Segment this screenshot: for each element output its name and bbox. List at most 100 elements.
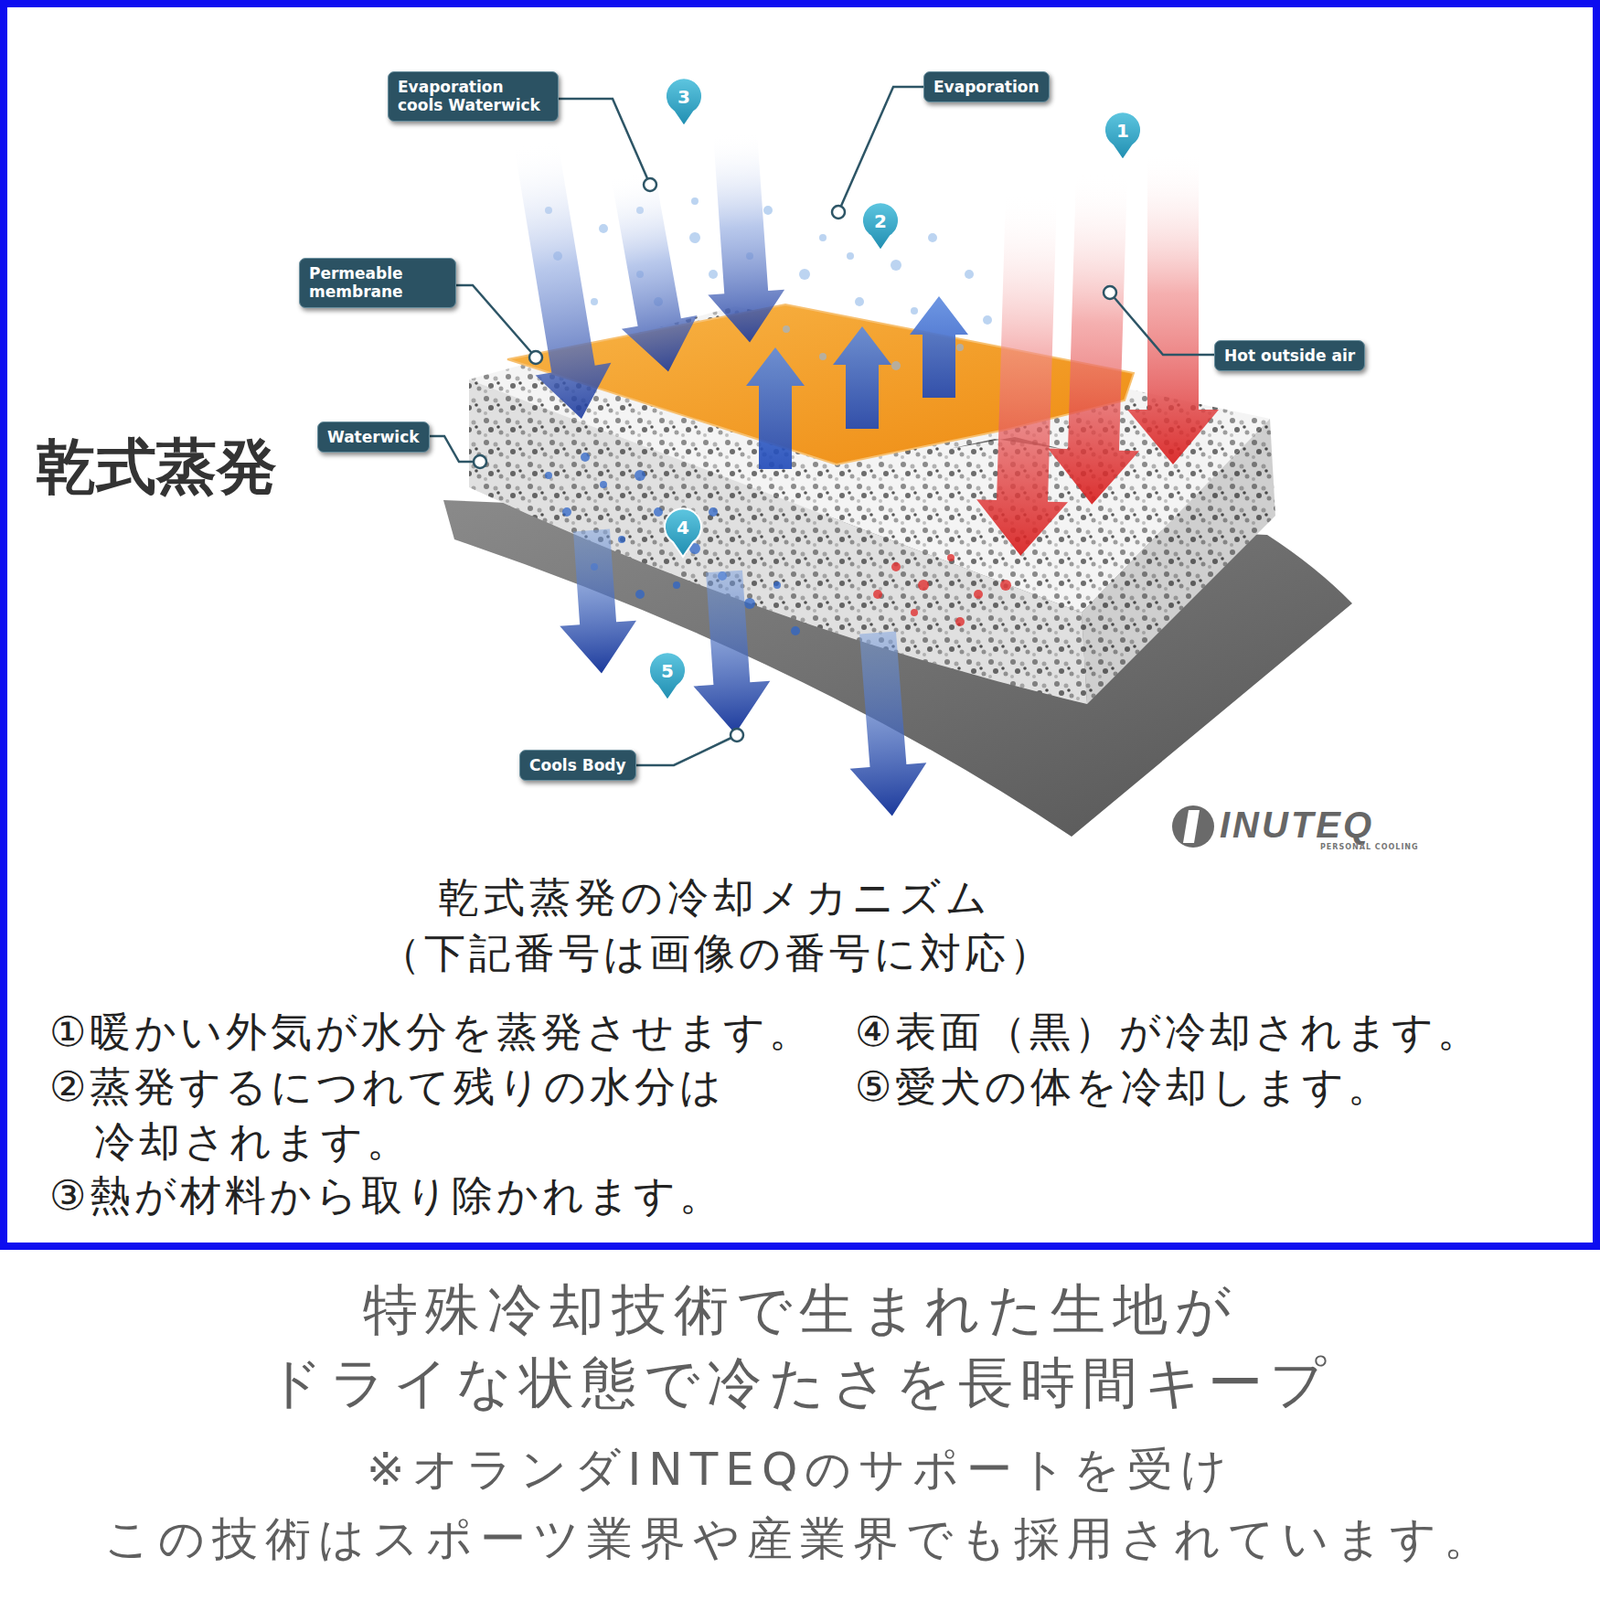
cooling-arrows-part — [746, 347, 805, 470]
heat-arrows-part — [1045, 172, 1148, 507]
water-speckles-part — [635, 589, 645, 599]
body-cooling-arrows-part — [839, 629, 931, 820]
mechanism-note: （下記番号は画像の番号に対応） — [379, 931, 1055, 976]
callout-number-text: 2 — [860, 201, 901, 242]
logo-text: INUTEQ — [1219, 802, 1375, 847]
frame-border — [3, 3, 1597, 1247]
leader-dots-part — [832, 205, 845, 219]
heat-speckles-part — [973, 589, 983, 599]
callout-number-text: 1 — [1102, 110, 1143, 151]
vapour-bubbles-part — [891, 361, 901, 371]
water-speckles-part — [562, 507, 572, 517]
heat-speckles-part — [955, 617, 965, 627]
water-speckles-part — [634, 469, 646, 481]
vapour-bubbles-part — [819, 234, 827, 242]
vapour-bubbles-part — [846, 252, 854, 260]
heat-speckles-part — [917, 579, 929, 591]
callout-number: 2 — [860, 201, 901, 253]
callout-label: Hot outside air — [1214, 340, 1366, 372]
step-text: ⑤愛犬の体を冷却します。 — [854, 1059, 1393, 1115]
tagline-caption: 特殊冷却技術で生まれた生地が ドライな状態で冷たさを長時間キープ — [266, 1272, 1334, 1419]
callout-label: Waterwick — [317, 421, 430, 453]
heat-speckles-part — [1000, 579, 1012, 591]
leader-dots-part — [730, 728, 744, 742]
callout-number: 3 — [663, 76, 704, 128]
vapour-bubbles-part — [964, 269, 974, 279]
leader-lines-part — [621, 735, 737, 766]
callout-number: 4 — [662, 507, 704, 559]
water-speckles-part — [653, 507, 663, 517]
vapour-bubbles-part — [799, 268, 811, 280]
mechanism-heading: 乾式蒸発の冷却メカニズム — [437, 875, 992, 920]
cooling-arrows-part — [696, 129, 789, 345]
vapour-bubbles-part — [956, 343, 964, 352]
cooling-arrows-part — [909, 296, 969, 398]
logo-tagline: PERSONAL COOLING — [1320, 842, 1419, 853]
vapour-bubbles-part — [689, 232, 701, 244]
heat-speckles-part — [873, 589, 883, 599]
vapour-bubbles-part — [708, 269, 718, 279]
body-cooling-arrows-part — [553, 527, 640, 676]
vapour-bubbles-part — [763, 205, 773, 215]
vapour-bubbles-part — [598, 224, 608, 234]
vapour-bubbles-part — [928, 233, 938, 243]
callout-label: Cools Body — [519, 749, 637, 781]
body-cooling-arrows-part — [685, 568, 774, 736]
callout-number: 1 — [1102, 110, 1143, 162]
water-speckles-part — [580, 452, 590, 462]
water-speckles-part — [744, 597, 756, 609]
water-speckles-part — [790, 626, 800, 636]
cooling-arrows-part — [498, 136, 620, 426]
step-text: ④表面（黒）が冷却されます。 — [854, 1004, 1483, 1060]
callout-label-text: Cools Body — [529, 756, 627, 775]
callout-label-text: Permeable membrane — [309, 264, 447, 302]
vapour-bubbles-part — [982, 315, 992, 325]
callout-label-text: Hot outside air — [1224, 346, 1355, 365]
callout-number-text: 5 — [647, 650, 688, 692]
water-speckles-part — [544, 471, 553, 480]
heat-arrows-part — [974, 192, 1078, 558]
callout-number-text: 4 — [662, 507, 704, 548]
cooling-arrows — [498, 129, 969, 470]
leader-dots-part — [643, 178, 657, 192]
vapour-bubbles-part — [782, 325, 790, 333]
diagram-title: 乾式蒸発 — [35, 434, 278, 502]
callout-label: Evaporation — [923, 71, 1050, 103]
footnote: ※オランダINTEQのサポートを受け この技術はスポーツ業界や産業界でも採用され… — [104, 1434, 1497, 1574]
logo-icon — [1172, 805, 1215, 848]
vapour-bubbles-part — [691, 197, 699, 205]
step-text: ①暖かい外気が水分を蒸発させます。 — [49, 1004, 814, 1060]
vapour-bubbles-part — [854, 297, 864, 307]
callout-number-text: 3 — [663, 76, 704, 118]
heat-speckles-part — [891, 562, 901, 572]
leader-dots — [473, 178, 1117, 742]
water-speckles-part — [618, 535, 626, 544]
callout-label-text: Waterwick — [327, 427, 420, 447]
vapour-bubbles-part — [590, 298, 598, 306]
logo-icon-part — [1183, 810, 1200, 843]
leader-lines-part — [838, 86, 938, 213]
callout-label-text: Evaporation — [933, 77, 1040, 96]
leader-dots-part — [1103, 286, 1117, 299]
cooling-arrows-part — [832, 326, 892, 429]
callout-number: 5 — [647, 650, 688, 703]
step-text: ③熱が材料から取り除かれます。 — [49, 1168, 725, 1224]
water-speckles-part — [672, 581, 681, 589]
heat-speckles-part — [910, 608, 918, 617]
callout-label: Permeable membrane — [298, 257, 457, 309]
water-speckles-part — [599, 480, 608, 489]
heat-arrows-part — [1127, 152, 1219, 465]
vapour-bubbles-part — [910, 307, 918, 315]
leader-lines-part — [1109, 292, 1226, 355]
vapour-bubbles-part — [890, 259, 902, 271]
leader-dots-part — [473, 455, 487, 469]
heat-speckles-part — [947, 554, 955, 562]
leader-dots-part — [529, 351, 543, 364]
callout-label: Evaporation cools Waterwick — [387, 71, 559, 122]
step-text: ②蒸発するにつれて残りの水分は 冷却されます。 — [49, 1059, 726, 1170]
water-speckles-part — [708, 507, 718, 517]
leader-lines — [402, 86, 1226, 766]
heat-speckles — [873, 554, 1012, 627]
logo-icon-part — [1172, 805, 1215, 848]
